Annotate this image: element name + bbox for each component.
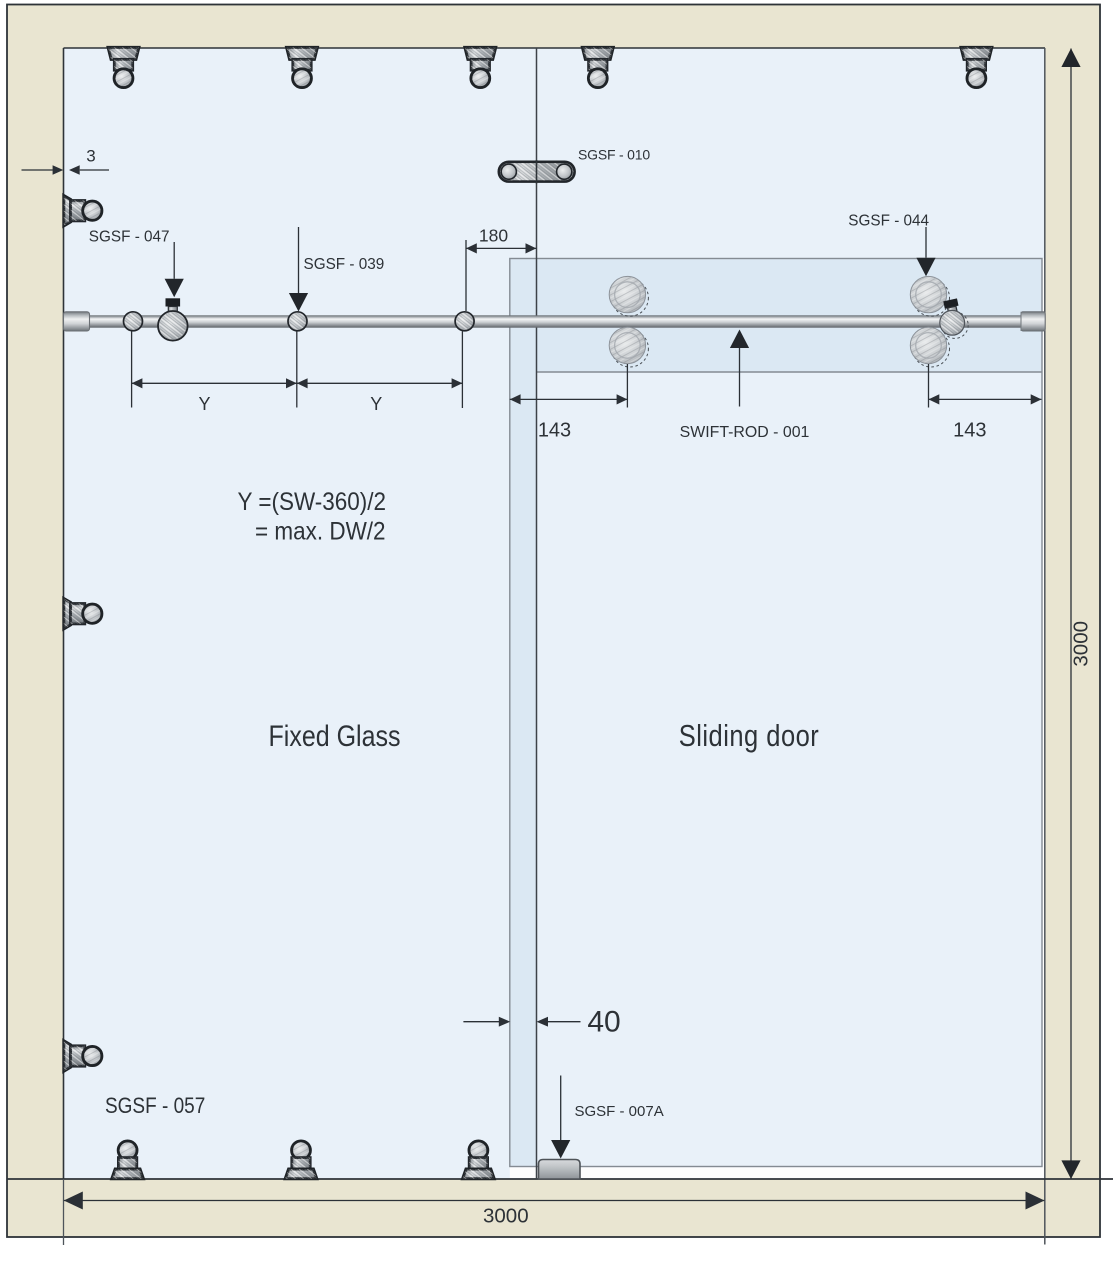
svg-text:SGSF - 057: SGSF - 057 xyxy=(105,1094,205,1119)
svg-text:143: 143 xyxy=(538,420,571,442)
svg-text:3000: 3000 xyxy=(483,1205,529,1228)
svg-text:SGSF - 007A: SGSF - 007A xyxy=(575,1103,664,1120)
svg-text:Y: Y xyxy=(198,394,210,414)
svg-text:SGSF - 044: SGSF - 044 xyxy=(848,213,929,230)
svg-text:3: 3 xyxy=(86,147,95,166)
svg-text:180: 180 xyxy=(479,226,508,246)
svg-text:SGSF - 039: SGSF - 039 xyxy=(304,256,385,273)
svg-text:3000: 3000 xyxy=(1070,621,1093,667)
svg-text:40: 40 xyxy=(587,1006,620,1039)
svg-text:SGSF - 047: SGSF - 047 xyxy=(89,229,170,246)
svg-text:= max. DW/2: = max. DW/2 xyxy=(255,517,386,545)
svg-text:SGSF - 010: SGSF - 010 xyxy=(578,147,650,163)
svg-text:SWIFT-ROD - 001: SWIFT-ROD - 001 xyxy=(680,424,810,441)
svg-text:143: 143 xyxy=(953,420,986,442)
svg-text:Y =(SW-360)/2: Y =(SW-360)/2 xyxy=(238,488,387,516)
svg-text:Sliding door: Sliding door xyxy=(679,719,820,752)
svg-text:Y: Y xyxy=(370,394,382,414)
svg-text:Fixed Glass: Fixed Glass xyxy=(269,719,401,752)
